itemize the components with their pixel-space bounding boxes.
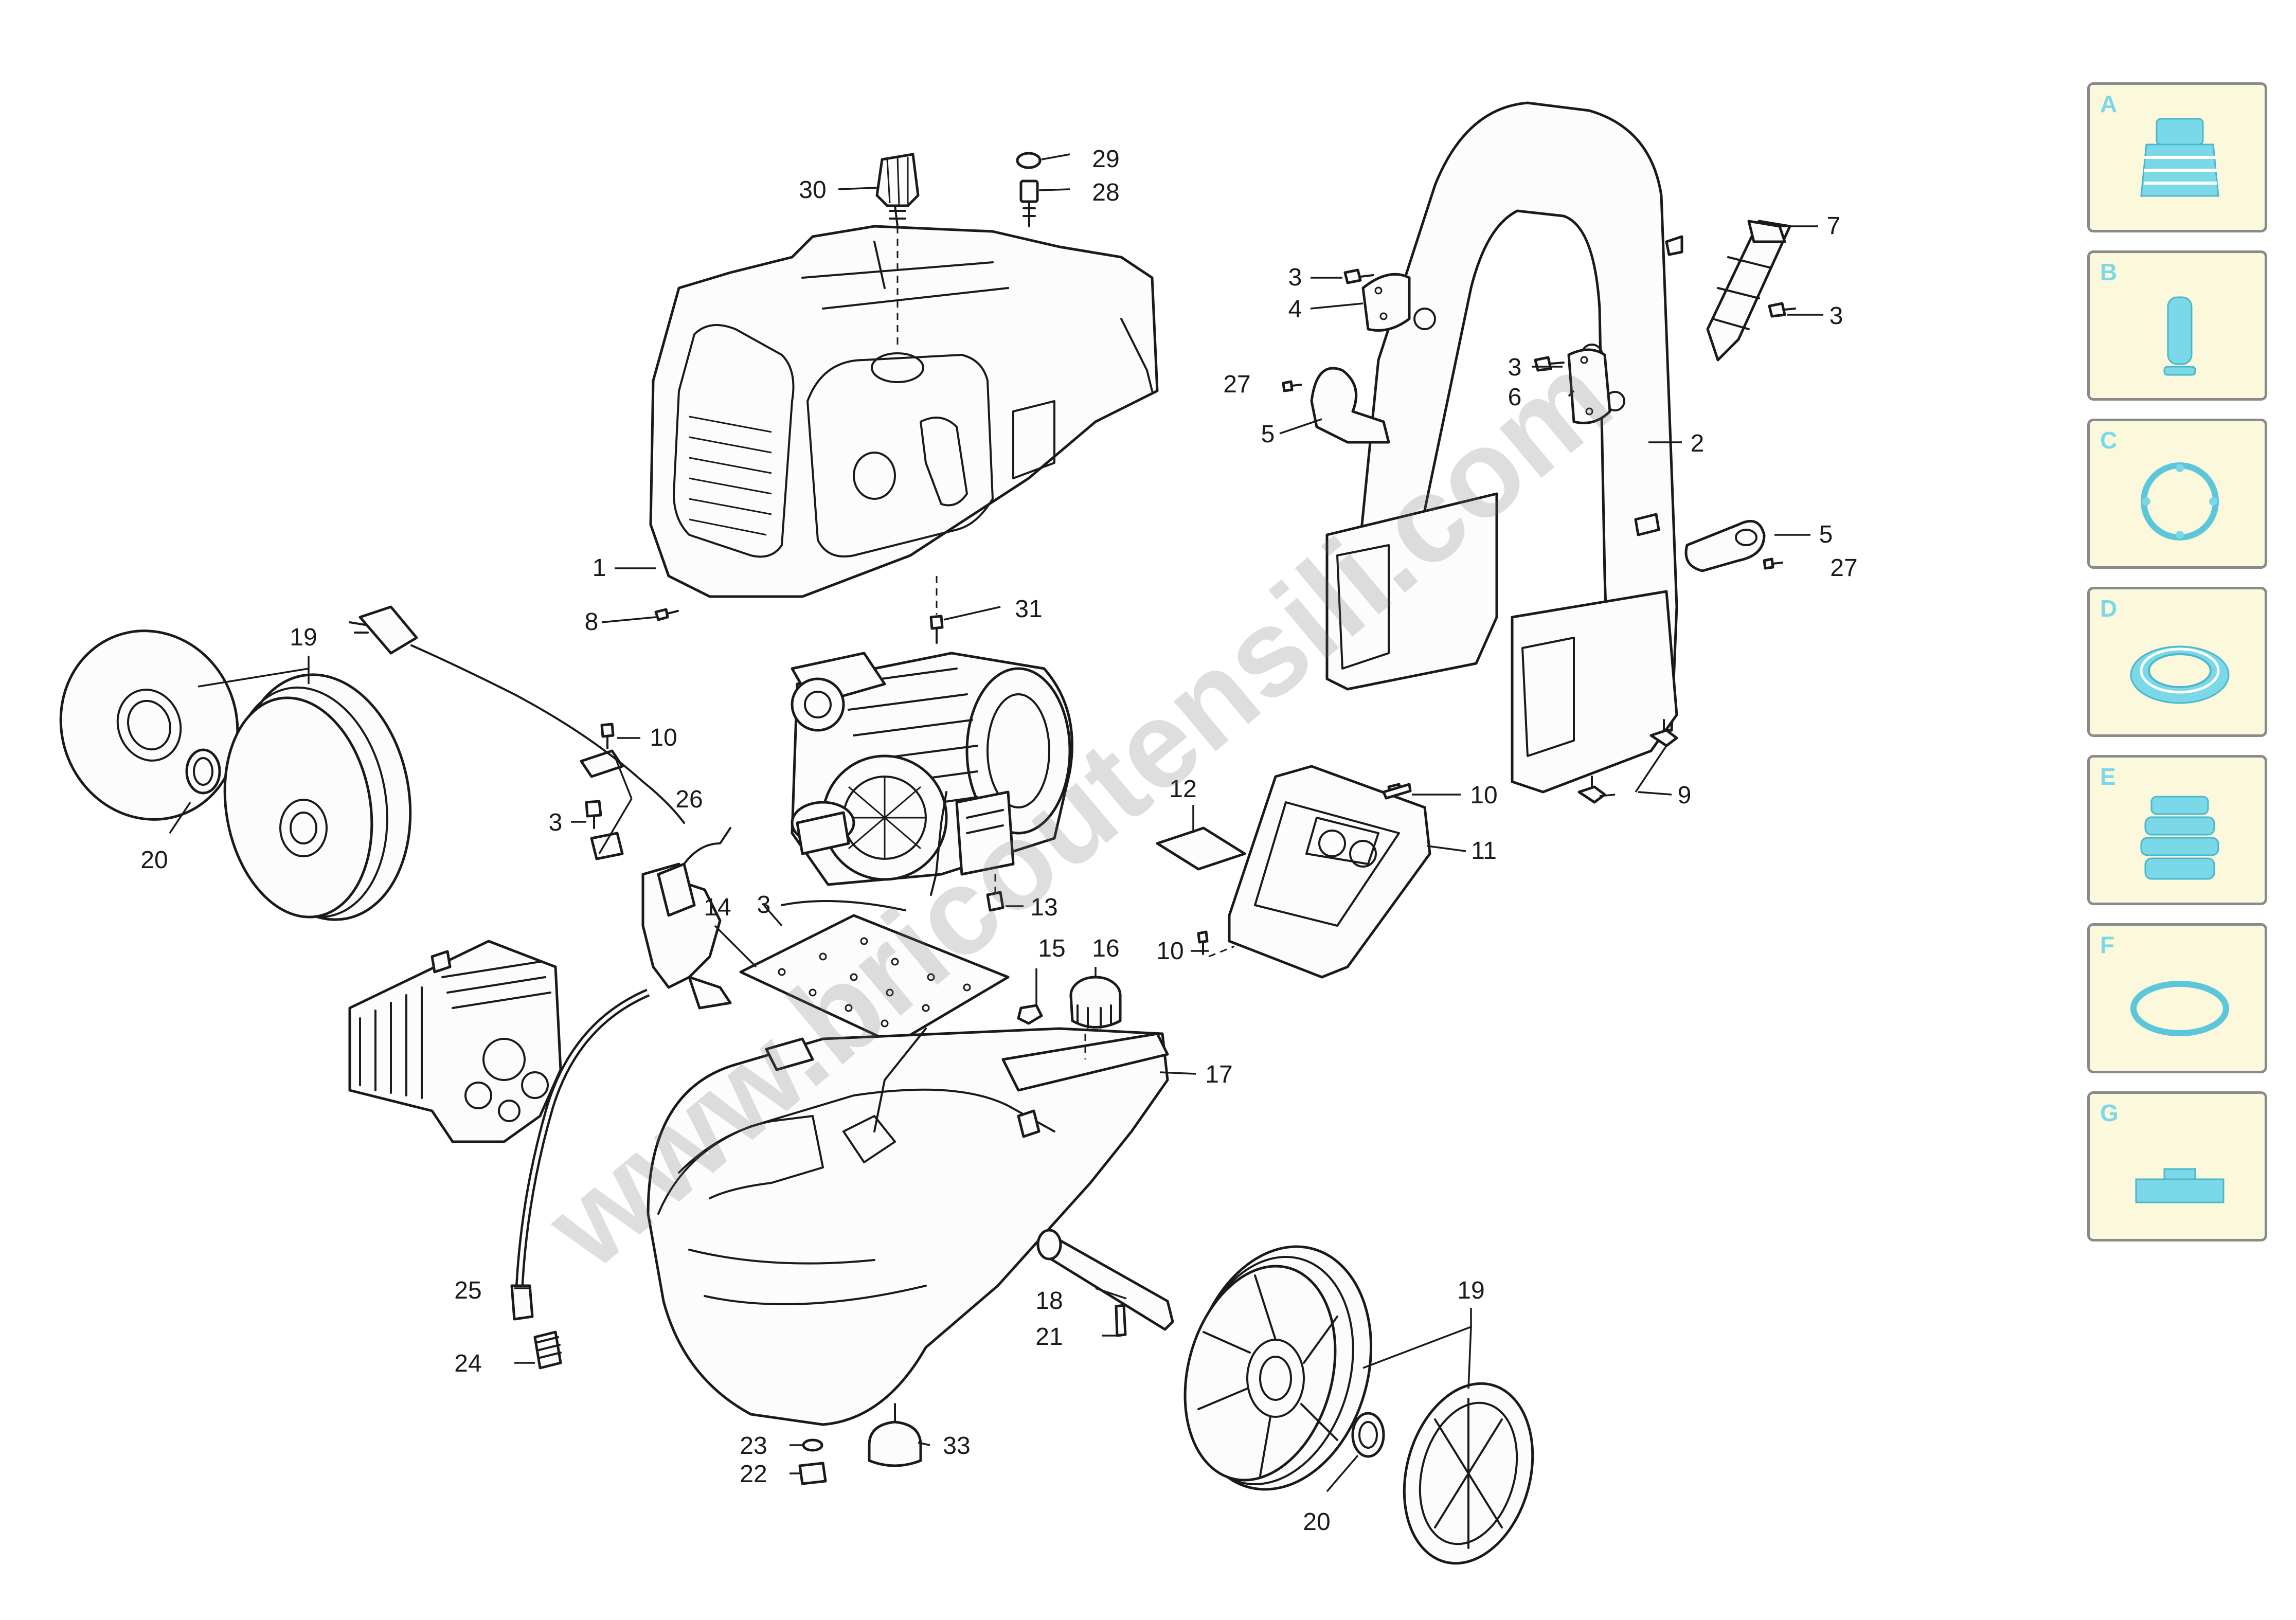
callout-6: 6 — [1508, 384, 1522, 411]
nozzle-icon — [2140, 118, 2219, 197]
legend-card-f[interactable]: F — [2087, 923, 2267, 1073]
legend-card-e[interactable]: E — [2087, 755, 2267, 905]
part-valve-stem — [1019, 179, 1039, 227]
pad-icon — [2135, 1168, 2225, 1203]
callout-1: 1 — [593, 554, 606, 582]
callout-33: 33 — [943, 1432, 970, 1460]
legend-letter: A — [2100, 91, 2118, 117]
part-motor — [791, 652, 1073, 896]
part-foot-9 — [1577, 719, 1678, 804]
legend-letter: G — [2100, 1100, 2119, 1126]
part-cap — [1016, 152, 1042, 169]
part-handle-frame — [1325, 101, 1683, 794]
part-chassis — [647, 1027, 1169, 1426]
callout-19: 19 — [290, 624, 317, 651]
callout-17: 17 — [1205, 1061, 1232, 1088]
callout-15: 15 — [1038, 935, 1065, 962]
part-motor-plate — [739, 874, 1010, 1046]
legend-card-a[interactable]: A — [2087, 82, 2267, 232]
callout-14: 14 — [704, 894, 731, 921]
part-screws-10 — [600, 723, 1412, 955]
part-cable-clamp — [580, 749, 624, 860]
part-cable-hook-right — [1684, 519, 1766, 572]
legend-letter: B — [2100, 259, 2118, 285]
part-screws — [654, 268, 1796, 644]
gasket-ring-icon — [2141, 462, 2219, 541]
callout-25: 25 — [454, 1277, 481, 1304]
callout-3: 3 — [757, 891, 771, 919]
part-bracket-6 — [1567, 348, 1611, 424]
callout-3: 3 — [1508, 354, 1522, 381]
callout-3: 3 — [1288, 264, 1302, 291]
callout-16: 16 — [1092, 935, 1119, 962]
callout-12: 12 — [1169, 776, 1196, 803]
callout-20: 20 — [1303, 1508, 1330, 1536]
part-foot-33 — [868, 1403, 922, 1467]
callout-19: 19 — [1457, 1277, 1484, 1304]
callout-5: 5 — [1261, 421, 1275, 448]
leader-lines — [169, 153, 1823, 1492]
callout-26: 26 — [675, 786, 703, 813]
filter-icon — [2163, 296, 2196, 376]
part-pump — [348, 940, 562, 1143]
part-bracket-4 — [1361, 273, 1411, 332]
callout-31: 31 — [1015, 596, 1042, 623]
callout-2: 2 — [1691, 430, 1705, 457]
part-front-bracket — [1208, 765, 1431, 979]
callout-labels: 1 2 3 3 3 3 3 4 5 5 6 7 8 9 10 10 10 11 … — [140, 146, 1857, 1536]
part-nut-15 — [1017, 1004, 1043, 1025]
part-pressure-knob — [875, 153, 920, 350]
callout-8: 8 — [585, 608, 599, 636]
legend-card-c[interactable]: C — [2087, 419, 2267, 569]
callout-3: 3 — [1829, 302, 1843, 330]
part-wheel-right — [1183, 1245, 1534, 1565]
part-power-cord — [349, 605, 685, 824]
callout-10: 10 — [650, 724, 677, 751]
callout-13: 13 — [1030, 894, 1057, 921]
callout-29: 29 — [1092, 146, 1119, 173]
callout-11: 11 — [1471, 837, 1497, 865]
callout-7: 7 — [1827, 212, 1841, 240]
part-lance-holder — [1706, 220, 1791, 362]
legend-letter: E — [2100, 763, 2116, 790]
callout-23: 23 — [740, 1432, 767, 1460]
o-ring-icon — [2130, 981, 2229, 1036]
legend-letter: C — [2100, 427, 2118, 454]
part-pressure-valve — [641, 827, 732, 1010]
callout-22: 22 — [740, 1461, 767, 1488]
part-filter-pad — [1156, 826, 1246, 871]
part-top-cover — [649, 225, 1159, 598]
legend-letter: D — [2100, 595, 2118, 622]
callout-5: 5 — [1819, 521, 1833, 548]
part-wheel-left — [59, 629, 412, 921]
legend-card-d[interactable]: D — [2087, 587, 2267, 737]
callout-18: 18 — [1035, 1287, 1063, 1315]
seal-ring-icon — [2130, 645, 2230, 704]
part-washer-23 — [802, 1438, 823, 1452]
legend-letter: F — [2100, 931, 2115, 958]
callout-9: 9 — [1678, 782, 1692, 809]
callout-27: 27 — [1830, 554, 1857, 582]
callout-10: 10 — [1156, 938, 1183, 965]
part-cable-hook-left — [1310, 367, 1390, 444]
callout-24: 24 — [454, 1350, 481, 1377]
part-plug-22 — [798, 1462, 827, 1485]
callout-4: 4 — [1288, 296, 1302, 323]
callout-30: 30 — [799, 176, 826, 204]
legend-card-b[interactable]: B — [2087, 250, 2267, 401]
callout-21: 21 — [1035, 1323, 1063, 1351]
callout-3: 3 — [549, 809, 563, 836]
callout-27: 27 — [1223, 371, 1250, 398]
callout-10: 10 — [1470, 782, 1497, 809]
callout-20: 20 — [140, 847, 168, 874]
bellows-icon — [2140, 796, 2219, 880]
callout-28: 28 — [1092, 179, 1119, 206]
part-cover-grille — [689, 416, 772, 536]
part-axle — [1036, 1229, 1174, 1337]
legend-card-g[interactable]: G — [2087, 1091, 2267, 1241]
part-cap-16 — [1069, 976, 1122, 1059]
part-hose — [510, 988, 650, 1370]
